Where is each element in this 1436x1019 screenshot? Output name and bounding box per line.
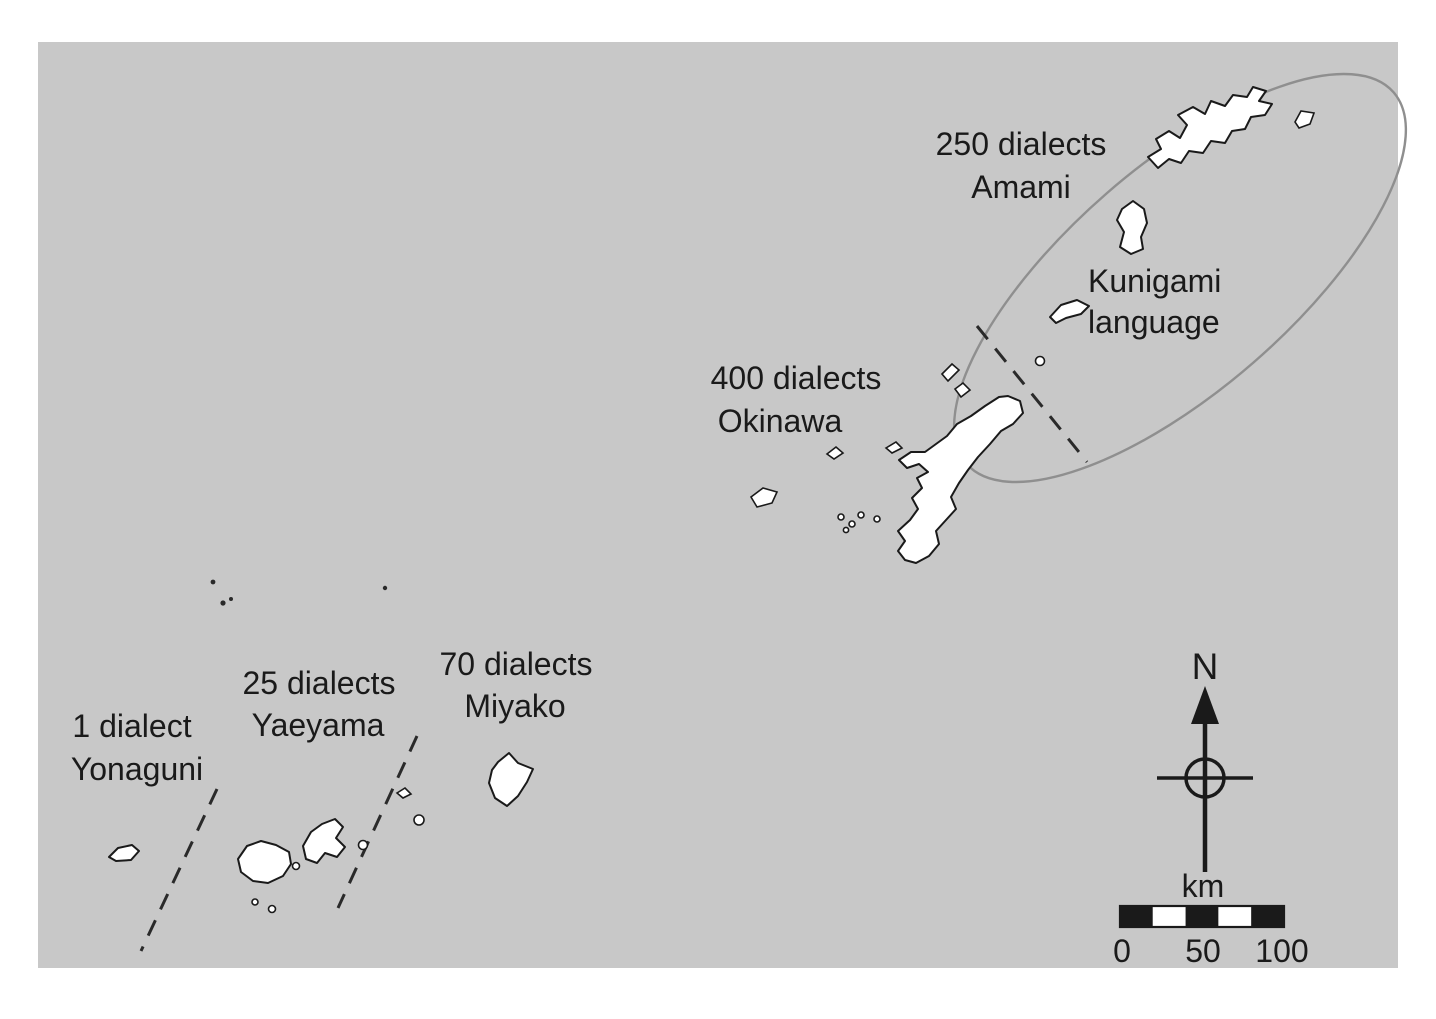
compass-arrowhead xyxy=(1191,686,1219,724)
island-okinoerabu xyxy=(1049,299,1090,324)
islet xyxy=(837,513,845,521)
island-tokunoshima xyxy=(1116,200,1148,255)
island-kikai xyxy=(1294,110,1316,129)
island-ishigaki xyxy=(302,818,346,864)
scale-tick-100: 100 xyxy=(1255,933,1308,969)
label-amami-count: 250 dialects xyxy=(936,126,1107,162)
scale-bar-unit-label: km xyxy=(1182,868,1225,904)
label-yaeyama-name: Yaeyama xyxy=(252,707,385,743)
scale-segment xyxy=(1152,906,1186,927)
islet xyxy=(395,786,413,799)
island-ie xyxy=(884,440,904,454)
islet xyxy=(873,515,881,523)
boundary-okinawa-kunigami xyxy=(975,325,1089,463)
map-sea-background xyxy=(38,42,1398,968)
island-iheya xyxy=(940,362,961,383)
island-aguni xyxy=(825,445,845,460)
island-miyako xyxy=(488,752,534,807)
islet xyxy=(220,600,226,606)
label-miyako: 70 dialects Miyako xyxy=(440,646,593,724)
scale-segment xyxy=(1120,906,1153,927)
islet xyxy=(857,511,865,519)
islet xyxy=(413,814,425,826)
label-yaeyama: 25 dialects Yaeyama xyxy=(243,665,396,743)
island-okinawa xyxy=(897,395,1024,564)
label-yonaguni-count: 1 dialect xyxy=(72,708,191,744)
scale-segment xyxy=(1185,906,1219,927)
label-kunigami-line1: Kunigami xyxy=(1088,263,1221,299)
scale-segment xyxy=(1251,906,1284,927)
boundary-yaeyama-yonaguni xyxy=(139,788,219,952)
label-kunigami-line2: language xyxy=(1088,304,1220,340)
island-yonaguni xyxy=(108,844,140,862)
label-kunigami: Kunigami language xyxy=(1088,263,1221,340)
scale-bar-outline xyxy=(1118,904,1286,929)
islet xyxy=(848,520,856,528)
label-yonaguni: 1 dialect Yonaguni xyxy=(71,708,203,787)
islet xyxy=(251,898,259,906)
label-miyako-name: Miyako xyxy=(464,688,565,724)
label-yaeyama-count: 25 dialects xyxy=(243,665,396,701)
scale-bar: km 0 50 100 xyxy=(1113,868,1309,969)
islet xyxy=(291,861,301,871)
label-amami-name: Amami xyxy=(971,169,1071,205)
scale-segment xyxy=(1218,906,1252,927)
label-okinawa-name: Okinawa xyxy=(718,403,843,439)
islet xyxy=(357,839,369,851)
island-iriomote xyxy=(237,840,292,884)
islet xyxy=(842,526,850,534)
label-okinawa: 400 dialects Okinawa xyxy=(711,360,882,439)
label-okinawa-count: 400 dialects xyxy=(711,360,882,396)
compass-circle xyxy=(1184,757,1226,799)
label-amami: 250 dialects Amami xyxy=(936,126,1107,205)
islet xyxy=(267,904,277,914)
islet xyxy=(382,585,388,591)
island-izena xyxy=(953,381,972,399)
island-amami-oshima xyxy=(1147,86,1273,169)
label-yonaguni-name: Yonaguni xyxy=(71,751,203,787)
island-yoron xyxy=(1034,355,1046,367)
islet xyxy=(229,597,233,601)
scale-tick-50: 50 xyxy=(1185,933,1221,969)
boundary-miyako-yaeyama xyxy=(336,735,419,909)
label-miyako-count: 70 dialects xyxy=(440,646,593,682)
compass-north-label: N xyxy=(1192,646,1219,687)
islet xyxy=(210,579,216,585)
island-kume xyxy=(749,487,779,508)
scale-tick-0: 0 xyxy=(1113,933,1131,969)
north-arrow-icon: N xyxy=(1157,646,1253,872)
